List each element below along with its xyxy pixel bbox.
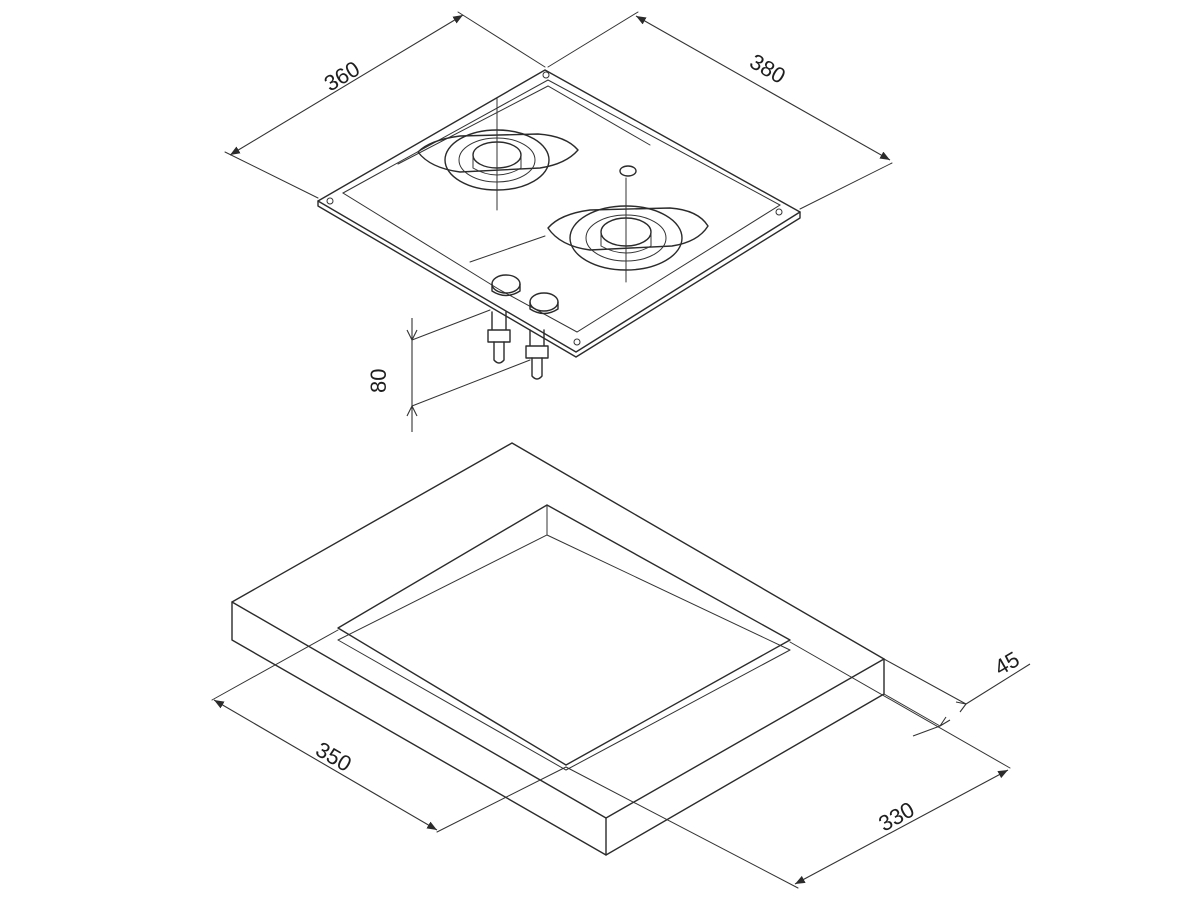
burner-right <box>547 177 709 283</box>
fixing-hole <box>573 338 581 346</box>
valve-right-pipe <box>531 357 543 380</box>
gas-valves <box>487 311 549 380</box>
label-cutout-depth: 350 <box>312 737 356 777</box>
countertop-side-face <box>605 658 885 856</box>
dimension-counter-thickness: 45 <box>883 646 1031 737</box>
hob-plate-outline <box>317 69 801 353</box>
countertop-cutout <box>231 442 885 856</box>
cutout-inner-wall-left <box>337 504 548 641</box>
label-cutout-width: 330 <box>874 797 918 837</box>
fixing-hole <box>326 197 334 205</box>
knob-right-side <box>529 301 559 315</box>
knob-right <box>529 292 559 312</box>
label-hob-width: 380 <box>746 49 790 89</box>
pan-support-left <box>417 133 579 173</box>
control-knobs <box>491 274 559 315</box>
dimension-cutout-width: 330 <box>565 641 1011 889</box>
pan-support-right <box>547 207 709 251</box>
hob-tray-curve <box>469 235 546 263</box>
dimension-hob-width: 380 <box>547 11 893 210</box>
knob-left-side <box>491 283 521 297</box>
hob-inner-tray <box>342 79 781 333</box>
cutout-opening-top <box>337 504 791 766</box>
label-counter-thickness: 45 <box>990 646 1024 680</box>
hob-plate-edge <box>317 200 801 358</box>
valve-left-pipe <box>493 341 505 364</box>
cutout-floor-edge <box>337 639 791 771</box>
gas-hob <box>317 69 801 380</box>
label-hob-height: 80 <box>366 369 391 393</box>
valve-right <box>525 329 549 359</box>
hob-tray-rim <box>397 85 651 165</box>
countertop-front-face <box>231 601 607 856</box>
knob-left <box>491 274 521 294</box>
burner-left <box>417 97 579 211</box>
label-hob-depth: 360 <box>320 56 364 96</box>
ignition-button <box>619 165 637 177</box>
dimension-hob-height: 80 <box>366 309 531 432</box>
fixing-hole <box>542 71 550 79</box>
fixing-hole <box>775 208 783 216</box>
valve-left <box>487 311 511 343</box>
cutout-inner-wall-right <box>546 534 791 651</box>
